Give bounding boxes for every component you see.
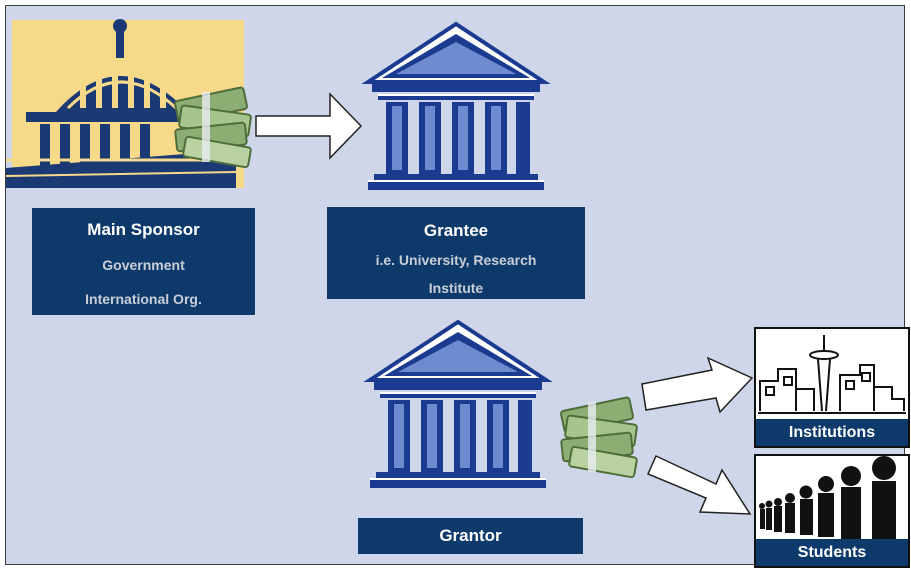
main-sponsor-title: Main Sponsor bbox=[87, 220, 200, 239]
money-stack-icon bbox=[173, 85, 253, 169]
city-skyline-icon bbox=[758, 335, 906, 414]
main-sponsor-line-2: International Org. bbox=[85, 291, 202, 307]
bank-building-icon bbox=[368, 320, 548, 490]
institutions-label: Institutions bbox=[756, 419, 908, 446]
student-silhouettes-icon bbox=[759, 456, 896, 540]
grantor-title: Grantor bbox=[439, 526, 502, 545]
grantee-title: Grantee bbox=[423, 221, 489, 240]
money-stack-icon bbox=[559, 395, 639, 479]
main-sponsor-line-1: Government bbox=[102, 257, 185, 273]
institutions-card: Institutions bbox=[754, 327, 910, 448]
grantee-box: Grantee i.e. University, Research Instit… bbox=[327, 207, 585, 299]
grantee-line-1: i.e. University, Research bbox=[375, 252, 537, 268]
main-sponsor-box: Main Sponsor Government International Or… bbox=[32, 208, 255, 315]
arrow-icon bbox=[647, 454, 752, 515]
grantor-box: Grantor bbox=[358, 518, 583, 554]
arrow-icon bbox=[641, 356, 754, 414]
capitol-building-icon bbox=[5, 19, 244, 188]
students-card: Students bbox=[754, 454, 910, 568]
students-label: Students bbox=[756, 539, 908, 566]
arrow-icon bbox=[255, 92, 363, 160]
bank-building-icon bbox=[366, 22, 546, 192]
grantee-line-2: Institute bbox=[428, 280, 484, 296]
